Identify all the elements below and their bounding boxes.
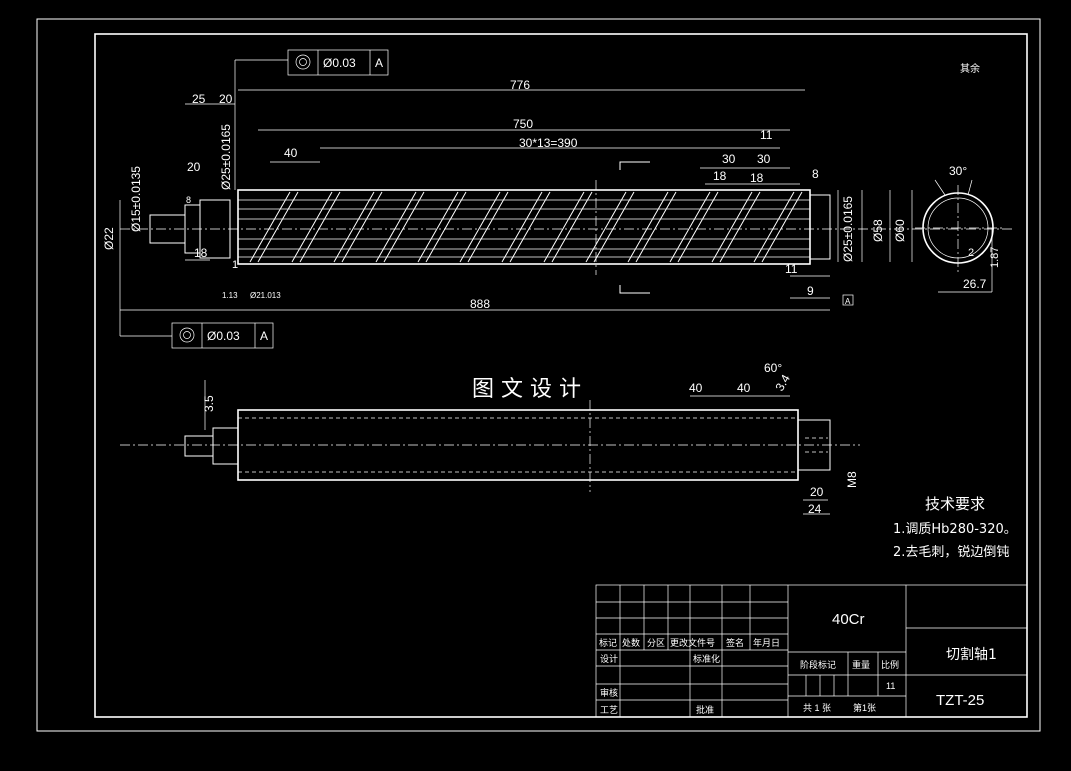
dim-1: 1 xyxy=(232,259,238,271)
dim-40-b: 40 xyxy=(737,381,751,395)
gdt-bottom-value: Ø0.03 xyxy=(207,329,240,343)
dim-30a: 30 xyxy=(722,152,736,166)
tb-standard: 标准化 xyxy=(693,653,720,664)
gdt-bottom-datum: A xyxy=(260,329,268,343)
section-2: 2 xyxy=(968,247,974,259)
dim-d58: Ø58 xyxy=(871,219,885,242)
dim-888: 888 xyxy=(470,297,490,311)
dim-750: 750 xyxy=(513,117,533,131)
dim-m8: M8 xyxy=(845,471,859,488)
drawing-number: TZT-25 xyxy=(936,692,984,709)
dim-3-5: 3.5 xyxy=(202,395,216,412)
dim-20-small: 20 xyxy=(187,160,201,174)
inner-frame xyxy=(94,33,1028,718)
dim-20-bottom: 20 xyxy=(810,485,824,499)
section-view xyxy=(915,179,1002,293)
dim-d22: Ø22 xyxy=(102,227,116,250)
dim-18-left: 18 xyxy=(194,246,208,260)
material: 40Cr xyxy=(832,611,865,628)
dim-18a: 18 xyxy=(713,169,727,183)
tb-sheet: 第1张 xyxy=(853,702,876,713)
dim-11a: 11 xyxy=(760,128,773,142)
tb-review: 审核 xyxy=(600,687,618,698)
dim-40: 40 xyxy=(284,146,298,160)
section-26-7: 26.7 xyxy=(963,277,987,291)
tech-title: 技术要求 xyxy=(925,495,985,513)
title-block xyxy=(595,584,1028,718)
top-shaft-view xyxy=(120,161,1015,294)
dim-1-13: 1.13 xyxy=(222,291,238,300)
dim-d25-right: Ø25±0.0165 xyxy=(841,196,855,262)
datum-box xyxy=(842,294,854,306)
watermark: 图 文 设 计 xyxy=(472,377,581,402)
tb-total: 共 1 张 xyxy=(803,703,831,713)
roughness-note: 其余 xyxy=(960,62,980,75)
datum-flag: A xyxy=(845,297,851,306)
tb-scale: 比例 xyxy=(881,659,899,670)
gdt-top-value: Ø0.03 xyxy=(323,56,356,70)
tb-doc: 更改文件号 xyxy=(670,637,715,648)
dim-8: 8 xyxy=(812,167,819,181)
tb-weight: 重量 xyxy=(852,659,870,670)
tb-approve: 批准 xyxy=(696,704,714,715)
tech-line-2: 2.去毛刺，锐边倒钝 xyxy=(893,545,1009,560)
gdt-top-datum: A xyxy=(375,56,383,70)
dim-18b: 18 xyxy=(750,171,764,185)
dim-40-a: 40 xyxy=(689,381,703,395)
dim-776: 776 xyxy=(510,78,530,92)
dim-d60: Ø60 xyxy=(893,219,907,242)
tb-zone: 分区 xyxy=(647,638,665,648)
dim-11b: 11 xyxy=(785,262,798,276)
tb-process: 工艺 xyxy=(600,705,618,715)
gdt-frame-bottom xyxy=(171,322,274,349)
dim-24: 24 xyxy=(808,502,822,516)
dim-30b: 30 xyxy=(757,152,771,166)
dim-8-small: 8 xyxy=(186,195,191,205)
dim-21: Ø21.013 xyxy=(250,291,281,300)
tb-stage: 阶段标记 xyxy=(800,659,836,670)
dim-9: 9 xyxy=(807,284,814,298)
dim-3-4: 3.4 xyxy=(772,372,793,394)
dim-d15: Ø15±0.0135 xyxy=(129,166,143,232)
tb-mark: 标记 xyxy=(599,637,617,648)
tb-scale-value: 11 xyxy=(886,681,895,691)
dim-d25-left: Ø25±0.0165 xyxy=(219,124,233,190)
tb-sign: 签名 xyxy=(726,637,744,648)
tb-design: 设计 xyxy=(600,653,618,664)
section-angle: 30° xyxy=(949,164,967,178)
dim-25: 25 xyxy=(192,92,206,106)
part-name: 切割轴1 xyxy=(946,646,997,663)
dim-30x13: 30*13=390 xyxy=(519,136,578,150)
top-dimension-lines xyxy=(119,59,913,337)
bottom-shaft-view xyxy=(120,380,860,515)
tb-count: 处数 xyxy=(622,637,640,648)
dim-angle-60: 60° xyxy=(764,361,782,375)
section-1-87: 1.87 xyxy=(989,247,1001,268)
outer-border xyxy=(36,18,1041,732)
dim-20: 20 xyxy=(219,92,233,106)
tb-date: 年月日 xyxy=(753,637,780,648)
tech-line-1: 1.调质Hb280-320。 xyxy=(893,522,1017,537)
gdt-frame-top xyxy=(287,49,389,76)
